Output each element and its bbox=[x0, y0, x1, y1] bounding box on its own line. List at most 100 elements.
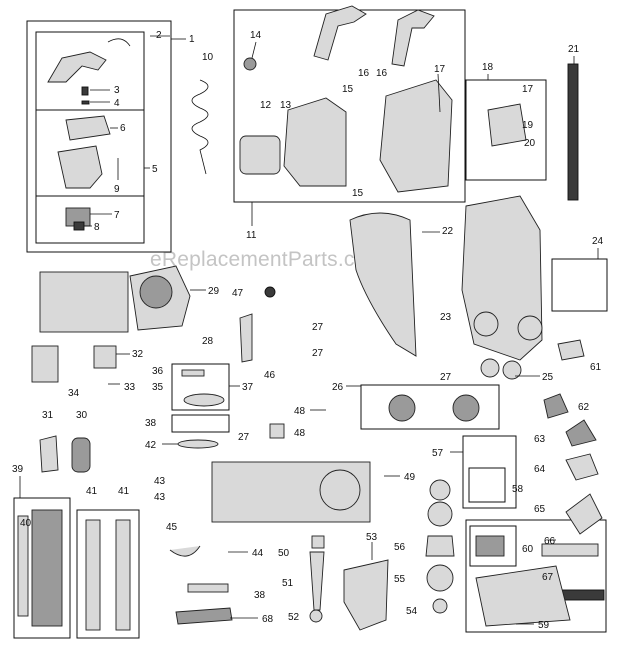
group-box-60 bbox=[469, 525, 517, 567]
callout-61: 61 bbox=[590, 362, 602, 373]
callout-21: 21 bbox=[568, 44, 580, 55]
tank-59 bbox=[475, 565, 571, 627]
knob bbox=[243, 57, 257, 71]
callout-47: 47 bbox=[232, 288, 244, 299]
ring-25 bbox=[480, 358, 500, 378]
callout-53: 53 bbox=[366, 532, 378, 543]
callout-66: 66 bbox=[544, 536, 556, 547]
callout-42: 42 bbox=[145, 440, 157, 451]
callout-1: 1 bbox=[189, 34, 195, 45]
leader-14 bbox=[251, 41, 257, 59]
tube-50 bbox=[311, 535, 325, 549]
callout-32: 32 bbox=[132, 349, 144, 360]
callout-49: 49 bbox=[404, 472, 416, 483]
callout-51: 51 bbox=[282, 578, 294, 589]
callout-58: 58 bbox=[512, 484, 524, 495]
callout-22: 22 bbox=[442, 226, 454, 237]
callout-11: 11 bbox=[246, 230, 257, 241]
callout-44: 44 bbox=[252, 548, 264, 559]
nut-47 bbox=[264, 286, 276, 298]
window-lens bbox=[239, 135, 281, 175]
frame-wheel bbox=[473, 311, 499, 337]
nozzle-40b bbox=[31, 509, 63, 627]
tool-61 bbox=[557, 339, 585, 361]
callout-63: 63 bbox=[534, 434, 546, 445]
callout-57: 57 bbox=[432, 448, 444, 459]
squeegee-40 bbox=[17, 515, 29, 617]
callout-14: 14 bbox=[250, 30, 262, 41]
callout-52: 52 bbox=[288, 612, 300, 623]
callout-16a: 16 bbox=[358, 68, 370, 79]
callout-59: 59 bbox=[538, 620, 550, 631]
solution-tank bbox=[57, 145, 103, 189]
hose-21 bbox=[567, 63, 579, 201]
callout-27b: 27 bbox=[312, 348, 324, 359]
callout-labels: 1 2 3 4 5 6 7 8 9 10 11 12 13 14 15 15 1… bbox=[12, 30, 604, 631]
part-28 bbox=[239, 313, 253, 363]
callout-30: 30 bbox=[76, 410, 88, 421]
callout-2: 2 bbox=[156, 30, 162, 41]
callout-41a: 41 bbox=[86, 486, 98, 497]
wheel-left bbox=[388, 394, 416, 422]
base-tray-port bbox=[319, 469, 361, 511]
callout-65: 65 bbox=[534, 504, 546, 515]
power-cord bbox=[191, 79, 209, 175]
belt-42 bbox=[177, 439, 219, 449]
callout-64: 64 bbox=[534, 464, 546, 475]
brush-30 bbox=[71, 437, 91, 473]
group-box-7 bbox=[35, 195, 145, 244]
callout-29: 29 bbox=[208, 286, 220, 297]
clip bbox=[81, 100, 90, 105]
tool-64 bbox=[565, 453, 599, 481]
handle-upper-2 bbox=[391, 9, 435, 67]
callout-55: 55 bbox=[394, 574, 406, 585]
handle-upper bbox=[313, 5, 367, 61]
callout-25: 25 bbox=[542, 372, 554, 383]
callout-26: 26 bbox=[332, 382, 344, 393]
group-box-41 bbox=[76, 509, 140, 639]
callout-46: 46 bbox=[264, 370, 276, 381]
callout-37: 37 bbox=[242, 382, 254, 393]
hose-68 bbox=[175, 607, 233, 625]
callout-31: 31 bbox=[42, 410, 54, 421]
panel-53 bbox=[343, 559, 389, 631]
motor-fan bbox=[487, 103, 527, 147]
callout-24: 24 bbox=[592, 236, 604, 247]
gear-27 bbox=[269, 423, 285, 439]
callout-43a: 43 bbox=[154, 476, 166, 487]
ring-55 bbox=[426, 564, 454, 592]
callout-27a: 27 bbox=[312, 322, 324, 333]
callout-41b: 41 bbox=[118, 486, 130, 497]
callout-34: 34 bbox=[68, 388, 80, 399]
ring-52 bbox=[309, 609, 323, 623]
base-plate bbox=[39, 271, 129, 333]
callout-28: 28 bbox=[202, 336, 214, 347]
group-box-38 bbox=[171, 414, 230, 433]
tool-63 bbox=[565, 419, 597, 447]
callout-13: 13 bbox=[280, 100, 292, 111]
ring-stack-1 bbox=[429, 479, 451, 501]
wheel-right bbox=[452, 394, 480, 422]
handle-grip bbox=[47, 51, 107, 83]
group-box-26 bbox=[360, 384, 500, 430]
callout-50: 50 bbox=[278, 548, 290, 559]
callout-35: 35 bbox=[152, 382, 164, 393]
callout-62: 62 bbox=[578, 402, 590, 413]
body-shell bbox=[379, 79, 453, 193]
belt-45 bbox=[169, 545, 201, 557]
callout-10: 10 bbox=[202, 52, 214, 63]
callout-36: 36 bbox=[152, 366, 164, 377]
callout-48a: 48 bbox=[294, 406, 306, 417]
callout-38a: 38 bbox=[145, 418, 157, 429]
group-box-1 bbox=[26, 20, 172, 253]
handle-body bbox=[283, 97, 347, 187]
leader-17 bbox=[437, 73, 441, 113]
group-box-18 bbox=[465, 79, 547, 181]
cap-56 bbox=[425, 535, 455, 557]
callout-68: 68 bbox=[262, 614, 274, 625]
group-box-24 bbox=[551, 258, 608, 312]
callout-6: 6 bbox=[120, 123, 126, 134]
callout-7: 7 bbox=[114, 210, 120, 221]
ring-stack-2 bbox=[427, 501, 453, 527]
